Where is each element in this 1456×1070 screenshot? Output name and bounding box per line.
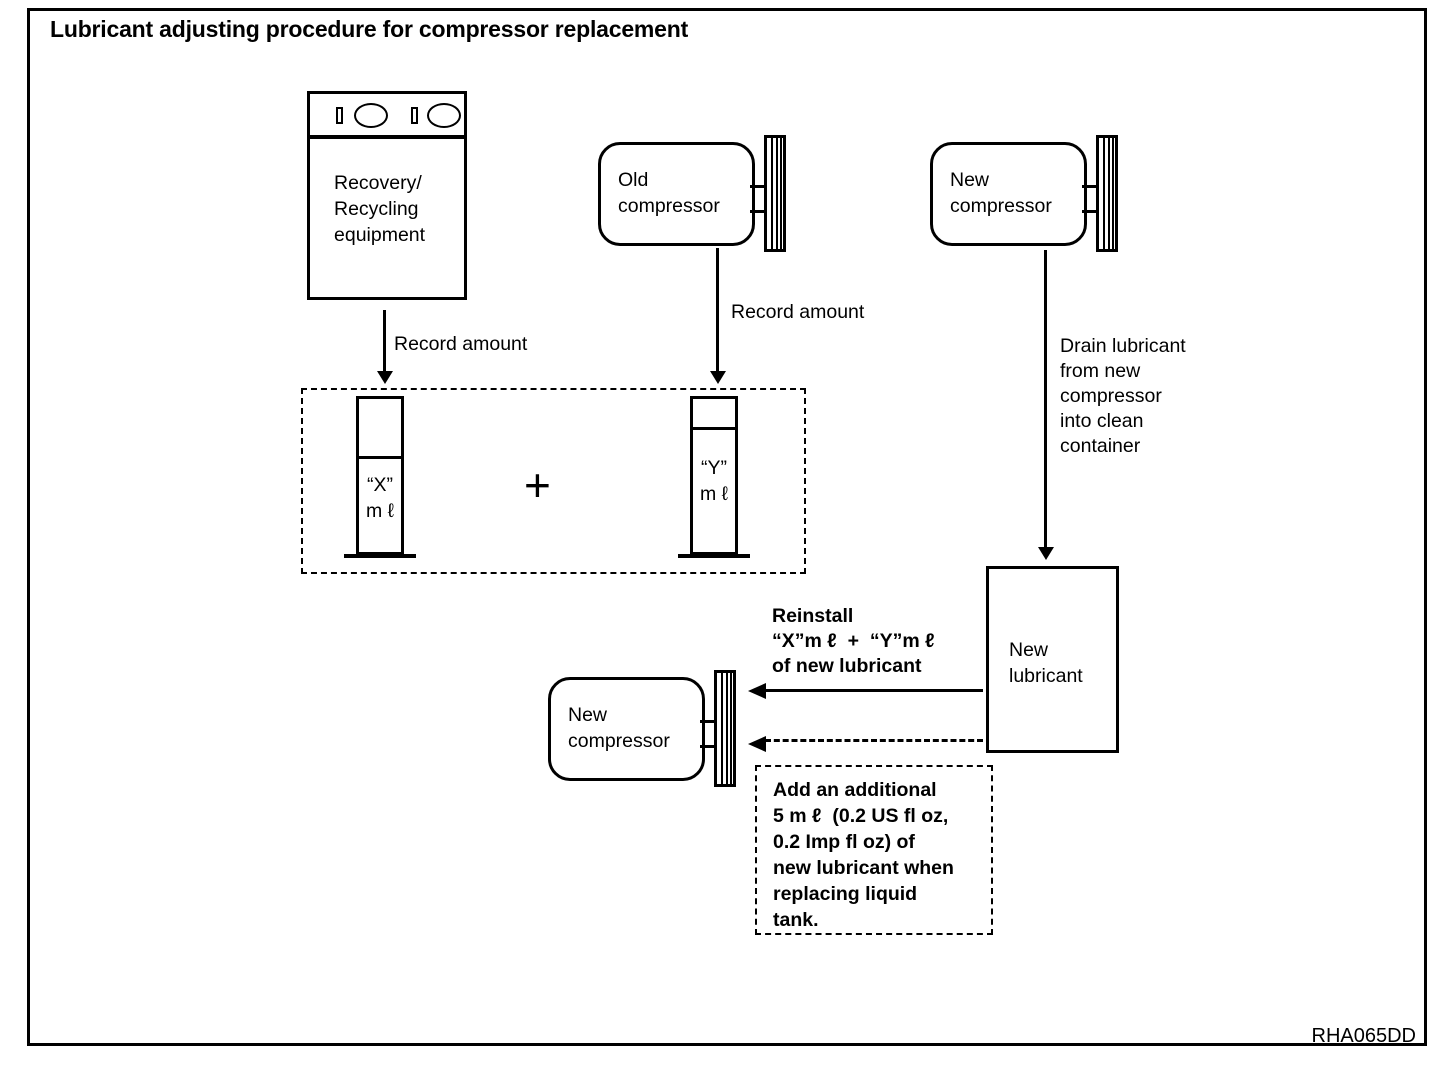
plus-operator: +: [524, 459, 551, 511]
new-compressor-label: New compressor: [950, 169, 1052, 217]
recorded-amounts-region: [301, 388, 806, 574]
additional-lubricant-note-text: Add an additional 5 m ℓ (0.2 US fl oz, 0…: [773, 779, 954, 931]
figure-code: RHA065DD: [1311, 1025, 1416, 1047]
equipment-control-panel: [310, 94, 464, 139]
compressor-shaft: [750, 185, 772, 188]
cylinder-x: “X” m ℓ: [344, 396, 416, 558]
record-amount-label-left: Record amount: [394, 333, 528, 355]
figure-title: Lubricant adjusting procedure for compre…: [50, 16, 689, 42]
new-lubricant-container: New lubricant: [986, 566, 1119, 753]
old-compressor-label: Old compressor: [618, 169, 720, 217]
compressor-pulley-icon: [714, 670, 736, 787]
cylinder-x-label: “X” m ℓ: [366, 474, 394, 522]
additional-lubricant-note: Add an additional 5 m ℓ (0.2 US fl oz, 0…: [755, 765, 993, 935]
recovery-equipment-label: Recovery/ Recycling equipment: [334, 172, 426, 246]
compressor-shaft: [750, 210, 772, 213]
cylinder-x-base: [344, 554, 416, 558]
compressor-shaft: [1082, 185, 1104, 188]
new-compressor-body: [930, 142, 1087, 246]
cylinder-y: “Y” m ℓ: [678, 396, 750, 558]
record-amount-label-right: Record amount: [731, 301, 865, 323]
new-compressor-bottom-label: New compressor: [568, 704, 670, 752]
new-lubricant-label: New lubricant: [1009, 639, 1083, 687]
recovery-recycling-equipment: Recovery/ Recycling equipment: [307, 91, 467, 300]
gauge-dial-icon: [354, 103, 388, 128]
cylinder-x-tube: [356, 396, 404, 555]
cylinder-y-tube: [690, 396, 738, 555]
cylinder-y-base: [678, 554, 750, 558]
arrow-recovery-to-cylinder-x: [376, 310, 393, 384]
switch-icon: [336, 107, 343, 124]
compressor-shaft: [700, 720, 722, 723]
cylinder-y-label: “Y” m ℓ: [700, 457, 728, 505]
old-compressor-body: [598, 142, 755, 246]
arrow-old-compressor-to-cylinder-y: [709, 248, 726, 384]
switch-icon: [411, 107, 418, 124]
new-compressor-bottom: New compressor: [548, 670, 748, 787]
cylinder-y-fill-level: [690, 427, 738, 430]
compressor-shaft: [1082, 210, 1104, 213]
figure-border: [27, 8, 1427, 1046]
new-compressor-top: New compressor: [930, 135, 1118, 252]
gauge-dial-icon: [427, 103, 461, 128]
arrow-drain-lubricant: [1037, 250, 1054, 560]
drain-lubricant-label: Drain lubricant from new compressor into…: [1060, 335, 1186, 457]
new-compressor-bottom-body: [548, 677, 705, 781]
old-compressor: Old compressor: [598, 135, 786, 252]
arrow-lubricant-to-compressor-solid: [748, 682, 983, 699]
compressor-shaft: [700, 745, 722, 748]
cylinder-x-fill-level: [356, 456, 404, 459]
compressor-pulley-icon: [764, 135, 786, 252]
compressor-pulley-icon: [1096, 135, 1118, 252]
arrow-lubricant-to-compressor-dashed: [748, 735, 983, 752]
reinstall-label: Reinstall “X”m ℓ + “Y”m ℓ of new lubrica…: [772, 605, 935, 677]
